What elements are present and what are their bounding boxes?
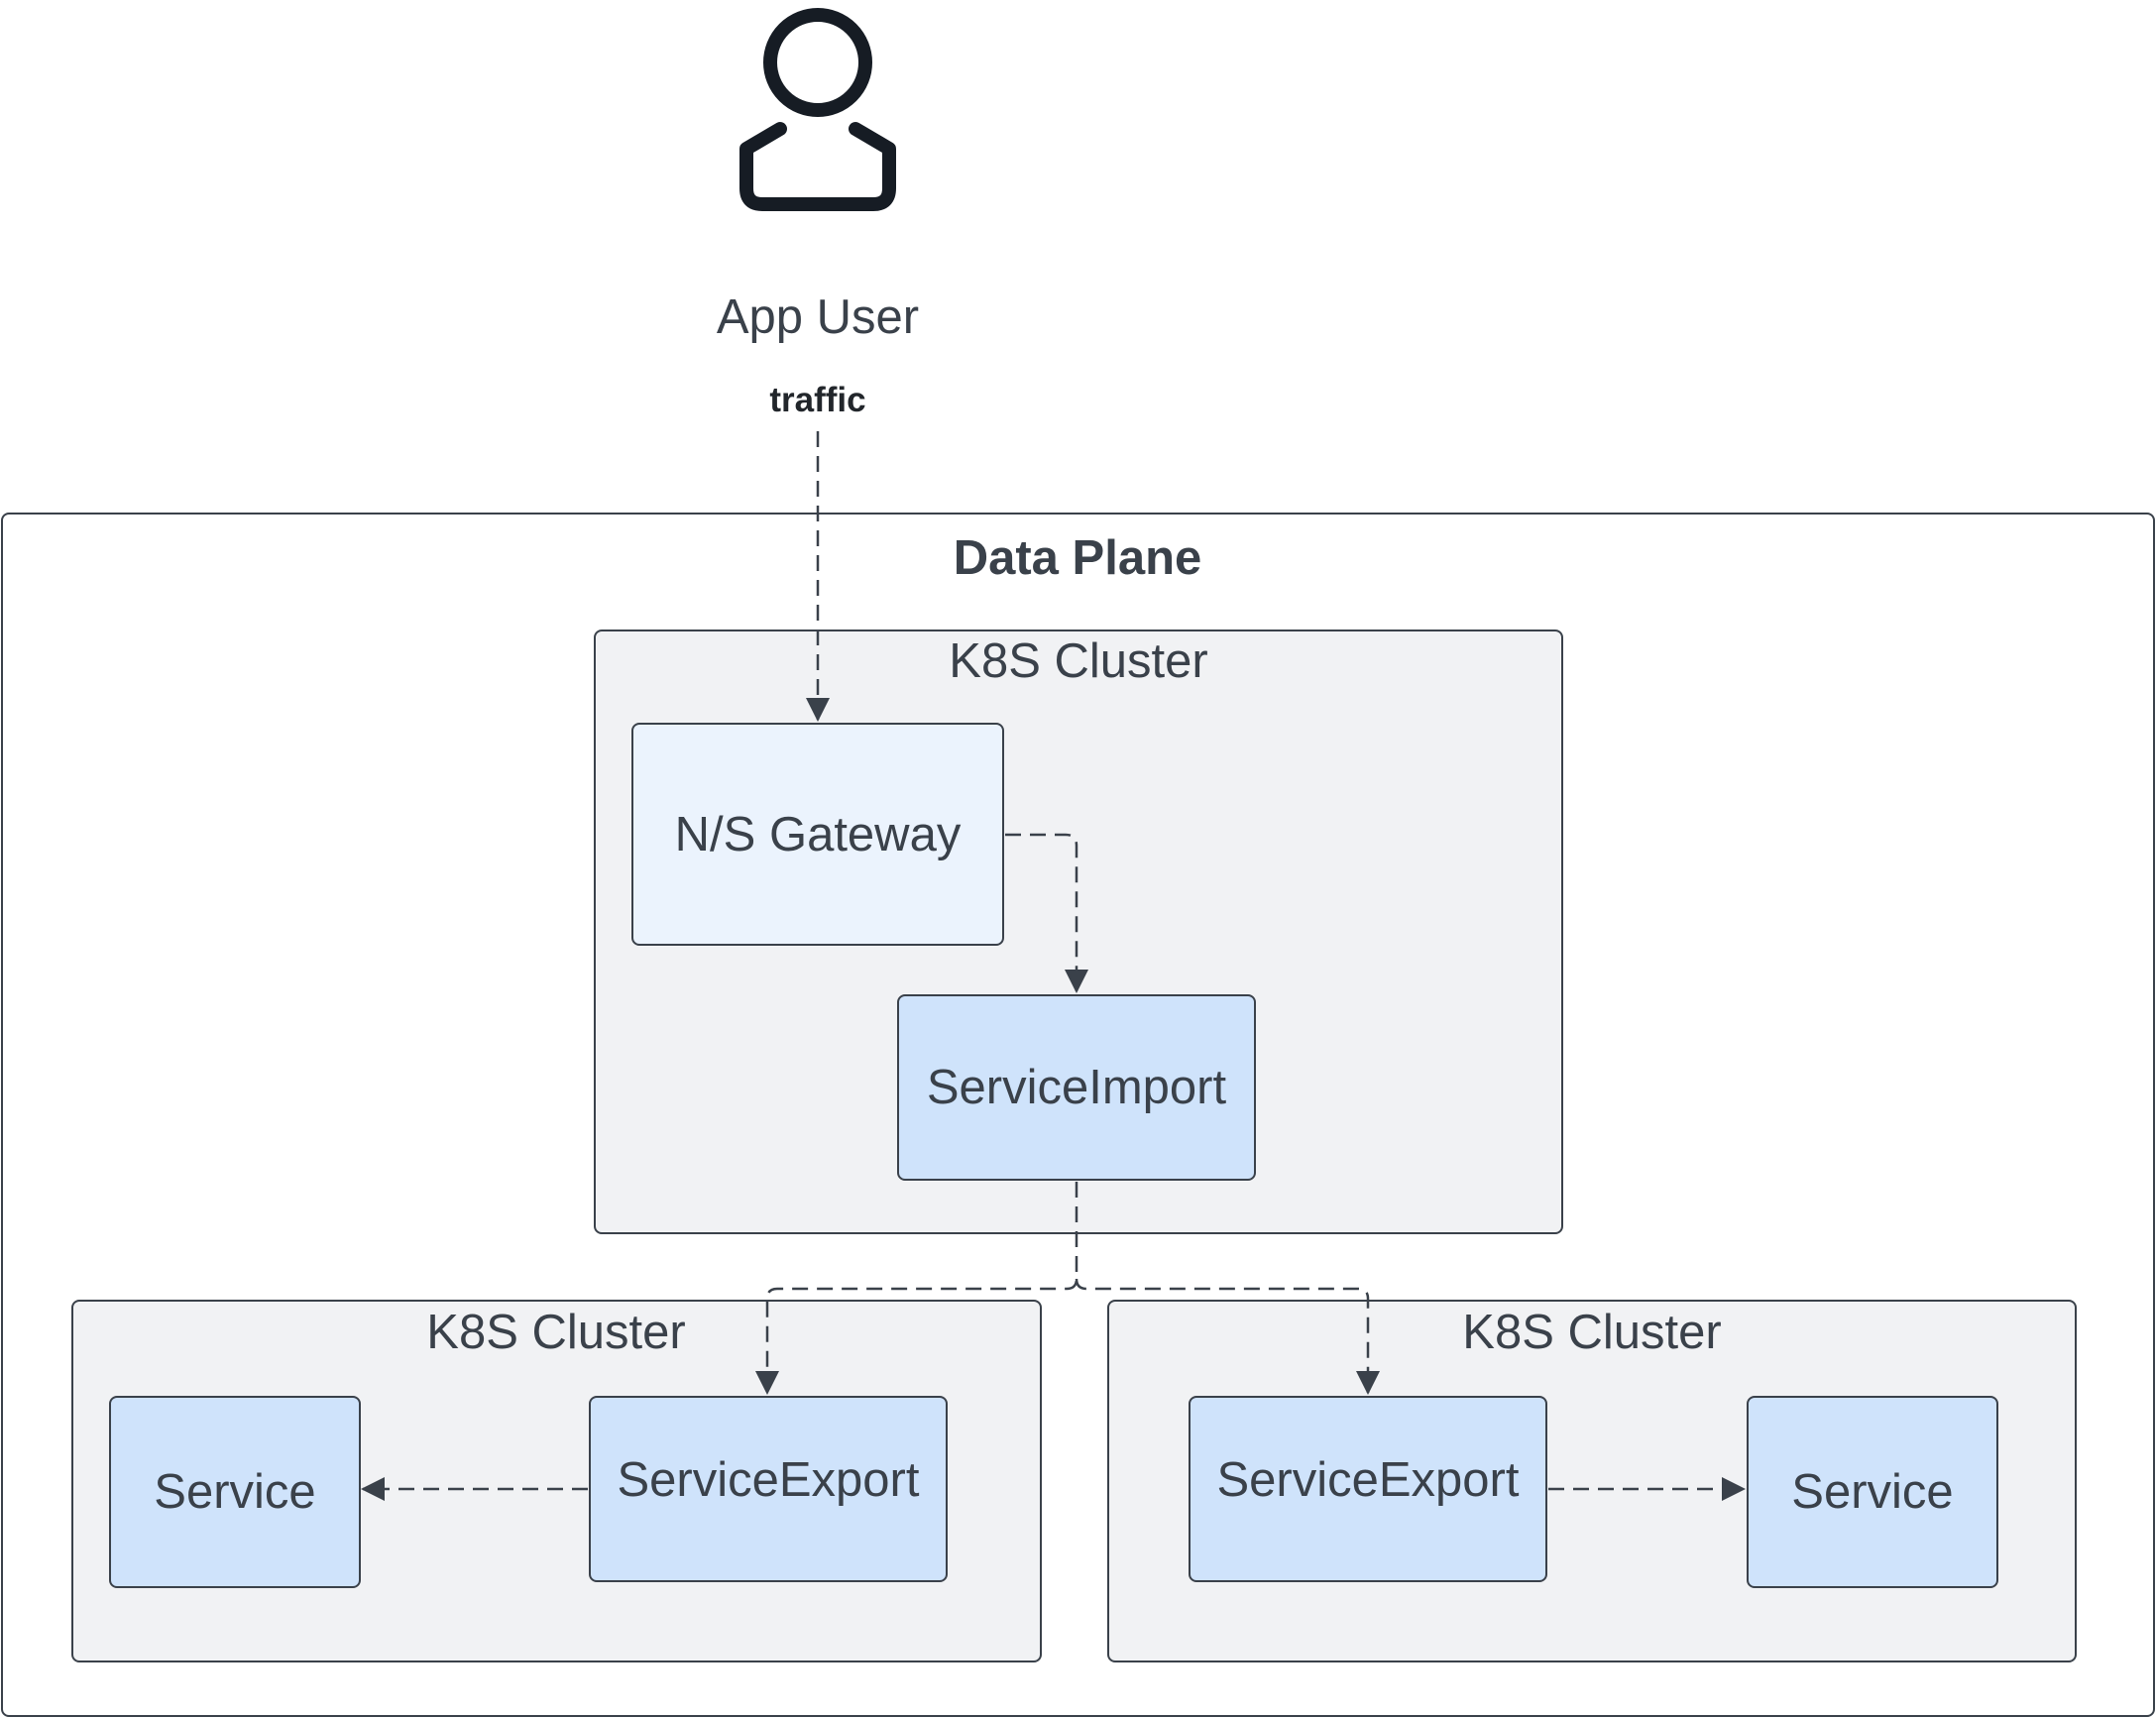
top-cluster-title: K8S Cluster xyxy=(949,634,1208,688)
ns-gateway-node[interactable]: N/S Gateway xyxy=(631,723,1004,946)
left-service-export-node[interactable]: ServiceExport xyxy=(589,1396,948,1582)
actor-label: App User xyxy=(716,290,920,344)
data-plane-title: Data Plane xyxy=(953,531,1202,585)
left-service-node[interactable]: Service xyxy=(109,1396,361,1588)
left-cluster-title: K8S Cluster xyxy=(426,1306,686,1359)
user-icon xyxy=(739,8,896,211)
right-cluster-title: K8S Cluster xyxy=(1462,1306,1722,1359)
right-service-node[interactable]: Service xyxy=(1747,1396,1998,1588)
service-import-node[interactable]: ServiceImport xyxy=(897,994,1256,1181)
traffic-edge-label: traffic xyxy=(748,378,887,423)
right-service-export-node[interactable]: ServiceExport xyxy=(1189,1396,1547,1582)
